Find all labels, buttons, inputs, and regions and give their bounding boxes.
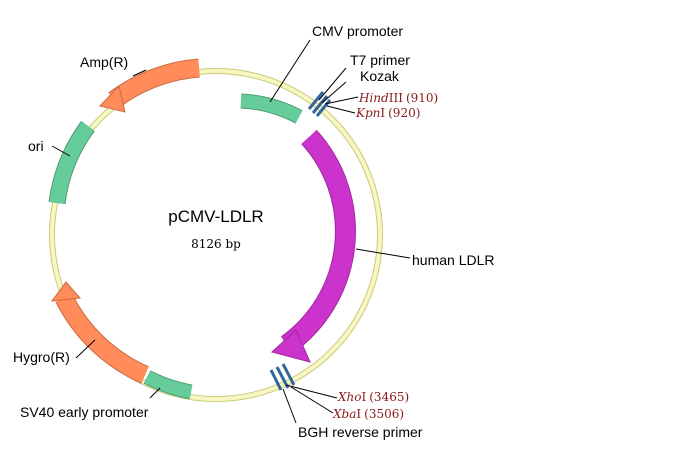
cmv-leader-line (269, 39, 311, 103)
t7-leader-line (318, 67, 347, 101)
plasmid-size: 8126 bp (191, 237, 241, 251)
kpni-leader-line (326, 105, 356, 114)
xbai-leader-line (290, 386, 334, 414)
plasmid-name: pCMV-LDLR (168, 207, 263, 226)
kozak-leader-line (321, 81, 347, 104)
ori-leader-line (51, 145, 71, 157)
hindiii-leader-line (324, 96, 359, 105)
human-ldlr-arrowhead (270, 329, 311, 363)
site-hindiii: HindIII(910) (358, 91, 438, 105)
t7-primer-label: T7 primer (350, 52, 410, 68)
cmv-promoter-label: CMV promoter (312, 23, 403, 39)
hygro-arrowhead (50, 281, 82, 302)
site-kpni: KpnI(920) (355, 106, 420, 120)
xhoi-leader-line (285, 384, 338, 399)
bgh-primer-marks (269, 363, 296, 391)
amp-leader-line (132, 69, 147, 77)
site-xhoi: XhoI(3465) (337, 390, 409, 404)
site-xbai: XbaI(3506) (332, 407, 404, 421)
sv40-promoter-label: SV40 early promoter (20, 404, 149, 420)
sv40-leader-line (149, 387, 161, 399)
hygro-leader-line (75, 339, 96, 359)
amp-label: Amp(R) (80, 54, 128, 70)
amp-arrowhead (99, 84, 126, 113)
hygro-label: Hygro(R) (13, 349, 70, 365)
ldlr-leader-line (355, 248, 411, 259)
kozak-label: Kozak (360, 68, 400, 84)
bgh-reverse-primer-label: BGH reverse primer (298, 424, 423, 440)
t7-kozak-primer-marks (307, 91, 332, 117)
human-ldlr-label: human LDLR (412, 252, 495, 268)
ori-label: ori (28, 138, 44, 154)
bgh-leader-line (282, 388, 297, 424)
